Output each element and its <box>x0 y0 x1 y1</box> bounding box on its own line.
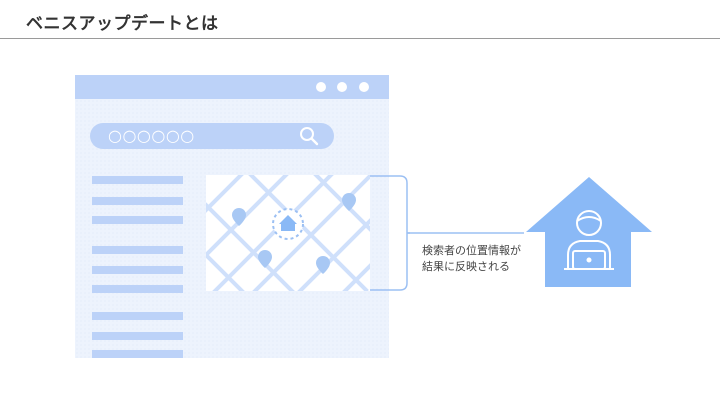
sidebar-line <box>92 246 183 254</box>
window-dot-icon <box>316 82 326 92</box>
annotation-line-1: 検索者の位置情報が <box>422 244 521 257</box>
person-with-laptop-icon <box>564 210 614 270</box>
map-graphic <box>206 175 370 291</box>
title-divider <box>0 38 720 39</box>
map-pin-icon <box>258 250 272 268</box>
map-pin-icon <box>342 193 356 211</box>
sidebar-line <box>92 197 183 205</box>
browser-window: ○○○○○○ <box>75 75 389 358</box>
search-query: ○○○○○○ <box>108 126 195 145</box>
annotation-text: 検索者の位置情報が 結果に反映される <box>422 243 521 275</box>
window-dot-icon <box>337 82 347 92</box>
annotation-line-2: 結果に反映される <box>422 260 510 273</box>
browser-title-bar <box>75 75 389 99</box>
map-pin-icon <box>316 256 330 274</box>
window-dot-icon <box>359 82 369 92</box>
house-icon <box>526 177 652 287</box>
search-bar[interactable]: ○○○○○○ <box>90 123 334 149</box>
sidebar-line <box>92 176 183 184</box>
home-icon <box>279 215 297 231</box>
sidebar-line <box>92 332 183 340</box>
map-panel <box>206 175 370 291</box>
sidebar-line <box>92 266 183 274</box>
search-icon <box>300 127 319 146</box>
sidebar-line <box>92 350 183 358</box>
sidebar-line <box>92 285 183 293</box>
map-pin-icon <box>232 208 246 226</box>
connector-line <box>407 232 524 234</box>
sidebar-line <box>92 216 183 224</box>
sidebar-line <box>92 312 183 320</box>
bracket-connector <box>370 175 410 291</box>
page-title: ベニスアップデートとは <box>26 14 219 34</box>
